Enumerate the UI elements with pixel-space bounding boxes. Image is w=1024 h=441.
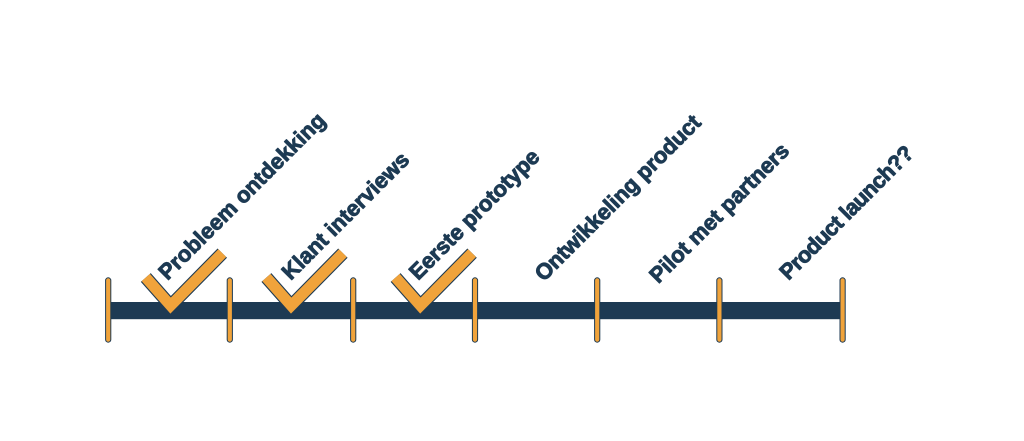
svg-text:Klant interviews: Klant interviews	[277, 147, 415, 285]
svg-text:Product launch??: Product launch??	[774, 141, 918, 285]
svg-text:Eerste prototype: Eerste prototype	[404, 144, 544, 284]
